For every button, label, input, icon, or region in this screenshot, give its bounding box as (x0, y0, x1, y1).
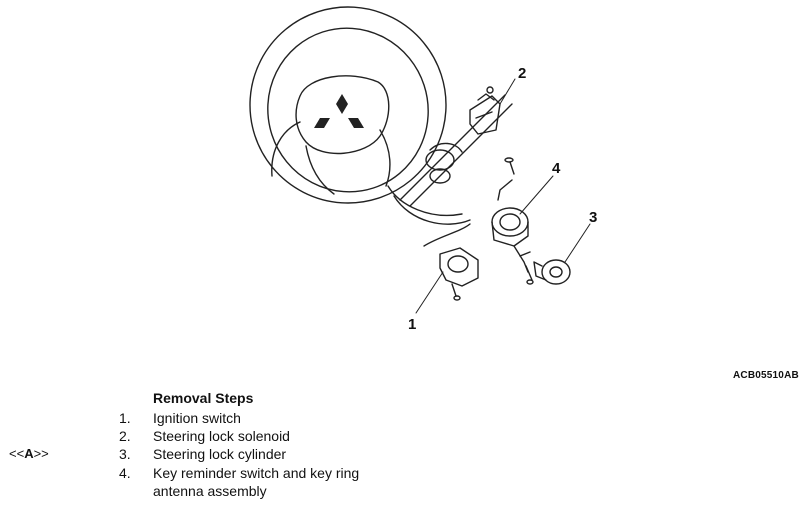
ignition-switch (423, 223, 479, 301)
key-reminder-switch-antenna (491, 207, 534, 285)
steering-lock-solenoid (469, 86, 501, 135)
steering-lock-cylinder (533, 259, 571, 285)
removal-step: 1. Ignition switch (0, 410, 810, 428)
callout-2: 2 (518, 65, 526, 82)
removal-steps-title: Removal Steps (153, 390, 254, 406)
removal-step: 2. Steering lock solenoid (0, 428, 810, 446)
step-text-continued: antenna assembly (153, 483, 267, 499)
step-number: 3. (119, 446, 131, 462)
mitsubishi-logo-icon (314, 94, 364, 128)
step-number: 2. (119, 428, 131, 444)
step-text: Steering lock cylinder (153, 446, 287, 462)
removal-step: 4. Key reminder switch and key ring (0, 465, 810, 483)
step-text: Key reminder switch and key ring (153, 465, 360, 481)
removal-step: <<A>> 3. Steering lock cylinder (0, 446, 810, 464)
screw (497, 157, 515, 201)
step-text: Steering lock solenoid (153, 428, 290, 444)
figure-code: ACB05510AB (733, 370, 799, 381)
steering-column (399, 94, 513, 207)
callout-3: 3 (589, 209, 597, 226)
steering-column-exploded-diagram: 2 4 3 1 (249, 6, 597, 333)
step-number: 1. (119, 410, 131, 426)
service-point-ref: <<A>> (9, 446, 49, 461)
step-number: 4. (119, 465, 131, 481)
leader-lines (415, 78, 591, 314)
steering-wheel (249, 6, 471, 225)
step-text: Ignition switch (153, 410, 241, 426)
callout-1: 1 (408, 316, 416, 333)
callout-4: 4 (552, 160, 561, 177)
